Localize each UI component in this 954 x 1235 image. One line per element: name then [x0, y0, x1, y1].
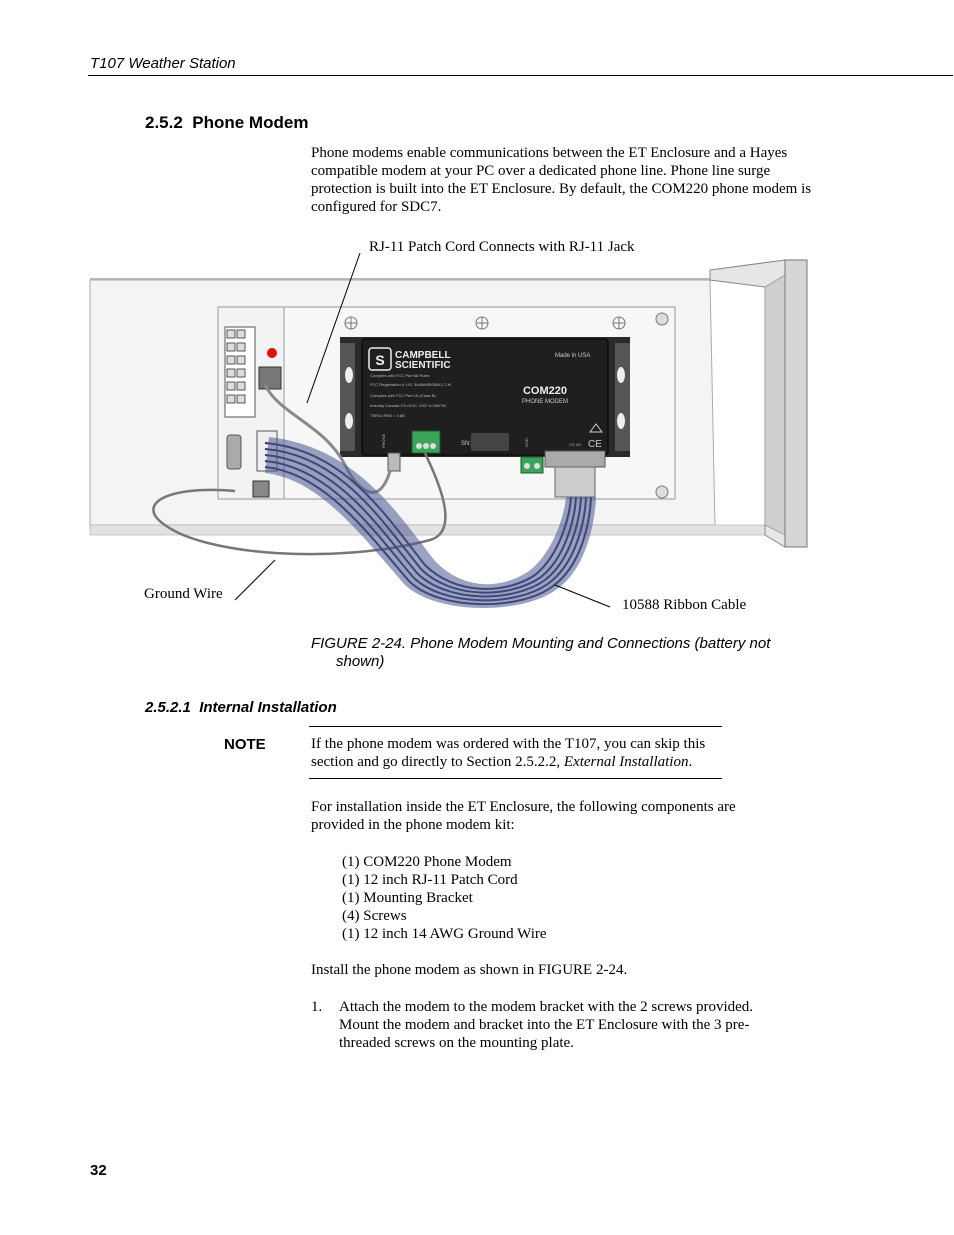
svg-text:S: S: [375, 352, 384, 368]
figure-caption: FIGURE 2-24. Phone Modem Mounting and Co…: [311, 635, 811, 671]
list-item: (4) Screws: [342, 908, 407, 924]
section-number: 2.5.2: [145, 113, 183, 132]
ce-mark: CE: [588, 439, 602, 450]
list-item: (1) COM220 Phone Modem: [342, 854, 512, 870]
subsection-title: Internal Installation: [199, 699, 337, 716]
fcc-line2: FCC Registration #: US: 3A4M60B05642-T-M: [370, 382, 451, 387]
intro-paragraph: Phone modems enable communications betwe…: [311, 145, 812, 215]
list-item: (1) 12 inch RJ-11 Patch Cord: [342, 872, 518, 888]
note-text: If the phone modem was ordered with the …: [311, 735, 731, 771]
phone-port-label: PHONE: [381, 433, 386, 448]
list-item: (1) Mounting Bracket: [342, 890, 473, 906]
running-header: T107 Weather Station: [90, 55, 236, 72]
cs-io-label: CS I/O: [569, 442, 581, 447]
brand-line1: CAMPBELL: [395, 350, 451, 361]
fcc-line5: TSR01 REN = 0.8B: [370, 413, 405, 418]
step-text: Attach the modem to the modem bracket wi…: [339, 999, 754, 1051]
brand-line2: SCIENTIFIC: [395, 360, 451, 371]
callout-ground-wire: Ground Wire: [144, 586, 223, 602]
fcc-line4: Industry Canada CS-03 IC: 2327 A-SM/TM: [370, 403, 446, 408]
kit-list: (1) COM220 Phone Modem (1) 12 inch RJ-11…: [342, 853, 547, 943]
model-subtitle: PHONE MODEM: [522, 399, 568, 405]
note-label: NOTE: [224, 736, 266, 753]
page-number: 32: [90, 1162, 107, 1179]
note-top-rule: [309, 726, 722, 727]
install-paragraph: For installation inside the ET Enclosure…: [311, 799, 736, 833]
caption-line-1: FIGURE 2-24. Phone Modem Mounting and Co…: [311, 635, 771, 652]
gnd-label: GND: [524, 438, 529, 447]
section-heading: 2.5.2 Phone Modem: [145, 113, 308, 133]
note-bottom-rule: [309, 778, 722, 779]
subsection-heading: 2.5.2.1 Internal Installation: [145, 699, 337, 716]
install-figure-ref: Install the phone modem as shown in FIGU…: [311, 962, 628, 978]
fcc-line3: Complies with FCC Part 15 (Class B): [370, 393, 436, 398]
callout-ribbon-cable: 10588 Ribbon Cable: [622, 597, 747, 613]
model-label: COM220: [523, 385, 567, 397]
caption-line-2: shown): [336, 653, 385, 670]
made-in-label: Made in USA: [555, 353, 590, 359]
section-title: Phone Modem: [192, 113, 309, 132]
list-item: (1) 12 inch 14 AWG Ground Wire: [342, 926, 547, 942]
step-number: 1.: [311, 999, 323, 1015]
note-link-text: External Installation: [563, 754, 689, 770]
header-rule: [88, 75, 953, 76]
note-text-before: If the phone modem was ordered with the …: [311, 736, 706, 770]
fcc-line1: Complies with FCC Part 68 Rules: [370, 373, 430, 378]
serial-label: SN:: [461, 441, 471, 447]
figure-phone-modem: S CAMPBELL SCIENTIFIC Made in USA Compli…: [85, 235, 845, 620]
modem-mounting-illustration: S CAMPBELL SCIENTIFIC Made in USA Compli…: [89, 252, 808, 609]
callout-rj11: RJ-11 Patch Cord Connects with RJ-11 Jac…: [369, 239, 635, 255]
subsection-number: 2.5.2.1: [145, 699, 191, 716]
note-text-after: .: [688, 754, 693, 770]
